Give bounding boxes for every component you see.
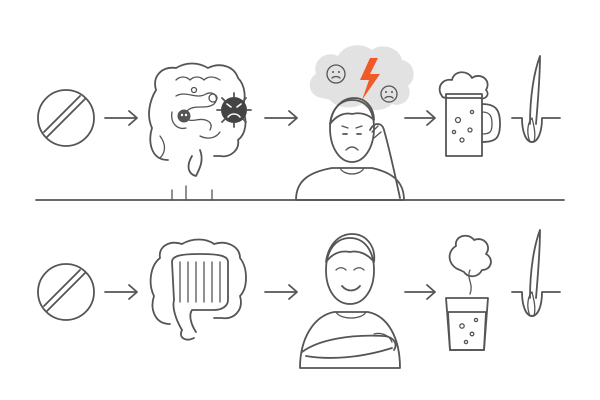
- pill-icon: [37, 89, 95, 147]
- irritated-gut-icon: [148, 62, 252, 201]
- foamy-beer-mug-icon: [438, 71, 501, 157]
- arrow-icon: [404, 110, 436, 126]
- lightning-bolt-icon: [360, 58, 380, 100]
- row-after: [37, 229, 561, 369]
- angry-germ-icon: [216, 92, 252, 128]
- stressed-person-icon: [295, 45, 414, 201]
- pill-icon: [37, 263, 95, 321]
- relaxed-person-icon: [299, 233, 401, 369]
- arrow-icon: [264, 110, 298, 126]
- row-before: [37, 45, 561, 201]
- steaming-glass-icon: [445, 234, 492, 351]
- hair-follicle-icon: [511, 229, 561, 317]
- arrow-icon: [404, 284, 436, 300]
- arrow-icon: [264, 284, 298, 300]
- arrow-icon: [104, 110, 138, 126]
- stress-cloud-icon: [309, 45, 414, 111]
- calm-gut-icon: [149, 238, 247, 341]
- hair-follicle-icon: [511, 55, 561, 143]
- arrow-icon: [104, 284, 138, 300]
